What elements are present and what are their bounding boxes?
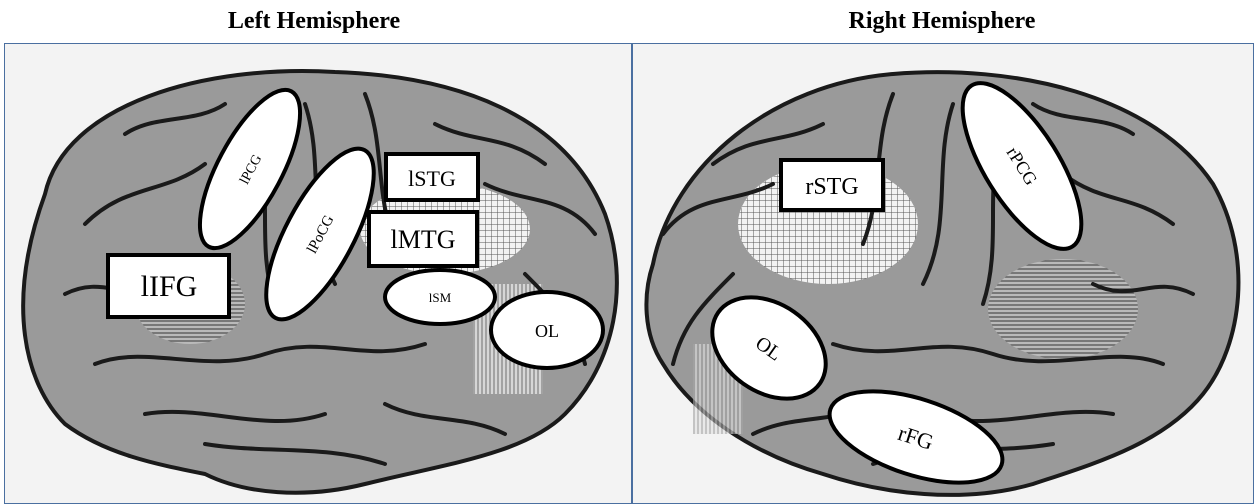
label-rPCG: rPCG: [960, 81, 1084, 251]
right-sulci: [661, 92, 1195, 466]
label-rFG: rFG: [827, 389, 1005, 485]
label-lMTG: lMTG: [367, 210, 479, 268]
left-hemisphere-panel: lPCG lPoCG lSTG lMTG lIFG lSM OL: [4, 43, 632, 504]
label-lSTG-text: lSTG: [408, 166, 456, 191]
label-lSM: lSM: [383, 268, 497, 326]
label-left-OL: OL: [489, 290, 605, 370]
label-right-OL: OL: [710, 295, 828, 401]
label-lSTG: lSTG: [384, 152, 480, 202]
left-hemisphere-title: Left Hemisphere: [227, 8, 401, 34]
right-hemisphere-panel: rSTG rPCG OL rFG: [632, 43, 1254, 504]
label-lIFG-text: lIFG: [141, 270, 198, 303]
right-hemisphere-title: Right Hemisphere: [848, 8, 1036, 34]
label-rSTG: rSTG: [779, 158, 885, 212]
right-brain-diagram: rSTG rPCG OL rFG: [644, 70, 1241, 497]
label-rSTG-text: rSTG: [805, 174, 858, 200]
label-left-OL-text: OL: [535, 321, 559, 341]
label-lMTG-text: lMTG: [391, 225, 456, 254]
label-lPoCG: lPoCG: [264, 146, 376, 322]
right-striped-region: [988, 259, 1138, 359]
left-brain-diagram: lPCG lPoCG lSTG lMTG lIFG lSM OL: [21, 69, 619, 495]
label-lIFG: lIFG: [106, 253, 231, 319]
label-lPCG: lPCG: [197, 87, 303, 251]
label-lSM-text: lSM: [429, 290, 452, 305]
